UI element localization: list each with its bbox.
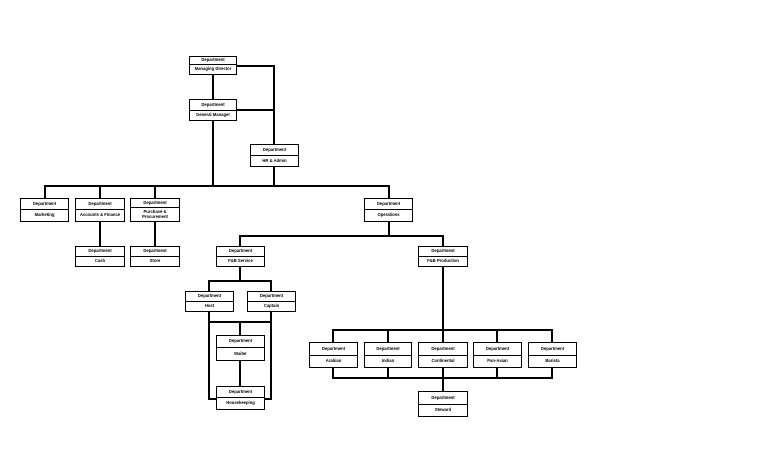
dept-label: Department [529, 343, 576, 356]
node-marketing: Department Marketing [20, 198, 69, 222]
node-barista: Department Barista [528, 342, 577, 368]
node-title: Marketing [34, 212, 55, 218]
node-fb-service: Department F&B Service [216, 246, 265, 267]
dept-label: Department [251, 145, 298, 156]
node-title: F&B Production [427, 258, 459, 264]
dept-label: Department [217, 336, 264, 348]
node-fb-production: Department F&B Production [418, 246, 468, 267]
node-arabian: Department Arabian [309, 342, 358, 368]
node-captain: Department Captain [247, 291, 296, 312]
dept-label: Department [131, 247, 179, 257]
node-pan-asian: Department Pan-Asian [473, 342, 522, 368]
node-managing-director: Department Managing Director [189, 56, 237, 75]
dept-label: Department [419, 247, 467, 257]
dept-label: Department [419, 343, 467, 356]
dept-label: Department [76, 247, 124, 257]
node-operations: Department Operations [364, 198, 413, 222]
dept-label: Department [365, 343, 411, 356]
dept-label: Department [217, 247, 264, 257]
node-host: Department Host [185, 291, 234, 312]
node-housekeeping: Department Housekeeping [216, 386, 265, 410]
node-title: Purchase & Procurement [142, 208, 168, 219]
node-indian: Department Indian [364, 342, 412, 368]
dept-label: Department [310, 343, 357, 356]
node-waiter: Department Waiter [216, 335, 265, 361]
dept-label: Department [186, 292, 233, 302]
node-cash: Department Cash [75, 246, 125, 267]
dept-label: Department [131, 199, 179, 208]
node-title: Store [149, 258, 161, 264]
node-title: Cash [94, 258, 106, 264]
dept-label: Department [190, 57, 236, 65]
dept-label: Department [76, 199, 124, 210]
node-purchase-procurement: Department Purchase & Procurement [130, 198, 180, 222]
node-title: Arabian [325, 358, 342, 364]
node-title: Accounts & Finance [79, 212, 121, 218]
node-title: Continental [431, 358, 455, 364]
node-title: Captain [263, 303, 280, 309]
node-title: Indian [381, 358, 395, 364]
node-accounts-finance: Department Accounts & Finance [75, 198, 125, 222]
dept-label: Department [248, 292, 295, 302]
dept-label: Department [474, 343, 521, 356]
node-title: Operations [377, 212, 400, 218]
node-store: Department Store [130, 246, 180, 267]
dept-label: Department [21, 199, 68, 210]
node-title: Steward [434, 407, 452, 413]
dept-label: Department [419, 392, 467, 405]
node-continental: Department Continental [418, 342, 468, 368]
node-title: Managing Director [194, 66, 232, 72]
node-general-manager: Department General Manager [189, 99, 237, 121]
node-steward: Department Steward [418, 391, 468, 417]
dept-label: Department [365, 199, 412, 210]
node-title: Host [204, 303, 215, 309]
node-title: General Manager [196, 112, 230, 118]
dept-label: Department [217, 387, 264, 398]
node-title: Pan-Asian [487, 358, 508, 364]
dept-label: Department [190, 100, 236, 111]
node-title: Barista [545, 358, 560, 364]
node-title: Waiter [234, 350, 247, 356]
node-hr-admin: Department HR & Admin [250, 144, 299, 167]
node-title: HR & Admin [262, 157, 287, 163]
node-title: F&B Service [228, 258, 253, 264]
node-title: Housekeeping [226, 400, 255, 406]
